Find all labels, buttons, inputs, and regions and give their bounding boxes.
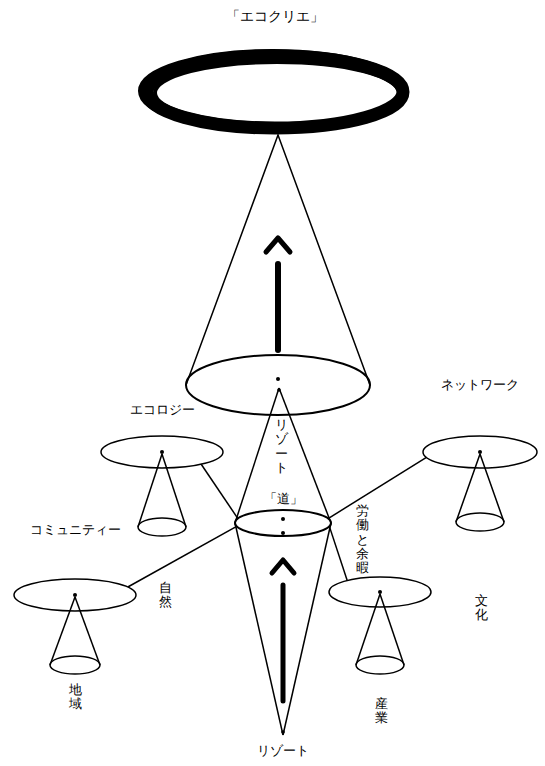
node-label: リゾート (275, 418, 288, 475)
dot (160, 450, 164, 454)
cone-base (138, 518, 186, 536)
cone-line (50, 597, 75, 665)
dot (277, 388, 281, 392)
ellipse-node: ネットワーク文化 (422, 435, 538, 469)
cone-line (235, 523, 283, 735)
ellipse-node: エコロジー (100, 435, 224, 469)
arrow-shaft (275, 264, 281, 350)
node-sublabel: 文化 (475, 594, 488, 623)
center-cone: リゾート「道」 (233, 388, 333, 538)
cone-line (162, 454, 186, 527)
dot (281, 730, 285, 734)
node-label: ネットワーク (441, 377, 519, 393)
node-outline (233, 523, 333, 738)
cone-line (186, 135, 278, 385)
edge-label: 労働と余暇 (356, 503, 369, 576)
diagram-title: 「エコクリエ」 (226, 8, 324, 25)
arrow-head (272, 560, 294, 573)
connector-line (329, 526, 347, 580)
halo-ring (147, 56, 403, 128)
cone-line (75, 597, 100, 665)
connector-line (128, 526, 237, 587)
dot (276, 377, 280, 381)
node-sublabel: 「道」 (264, 491, 303, 507)
cone-line (480, 454, 504, 522)
node-ellipse (329, 577, 431, 607)
node-label: 産業 (375, 697, 388, 726)
ellipse-node: コミュニティー地域 (13, 578, 137, 612)
cone-base (356, 656, 404, 674)
node-ellipse (423, 436, 537, 468)
edge-label: 自然 (159, 580, 172, 611)
cone-base (186, 355, 370, 415)
node-outline (422, 435, 538, 469)
cone-line (456, 454, 480, 522)
node-outline (328, 576, 432, 608)
dot (378, 590, 382, 594)
arrow-shaft (281, 585, 286, 701)
node-outline (100, 435, 224, 469)
node-sublabel: 地域 (69, 683, 82, 712)
connector-line (328, 457, 426, 518)
halo-ring-edge (140, 51, 406, 131)
node-outline (13, 578, 137, 612)
cone-line (283, 523, 331, 735)
node-ellipse (14, 579, 136, 611)
dot (478, 450, 482, 454)
dot (73, 593, 77, 597)
arrow-head (266, 238, 290, 252)
base-cone: リゾート (233, 523, 333, 738)
node-label: リゾート (257, 743, 309, 759)
ellipse-node: 産業 (328, 576, 432, 608)
dot (281, 517, 285, 521)
node-label: エコロジー (130, 402, 195, 418)
cone-base (235, 510, 331, 536)
cone-line (278, 135, 370, 385)
connector-line (201, 464, 238, 518)
dot (281, 531, 285, 535)
node-ellipse (101, 436, 223, 468)
cone-line (356, 594, 380, 665)
cone-base (456, 513, 504, 531)
cone-base (50, 656, 100, 674)
cone-line (380, 594, 404, 665)
halo-ring-edge (155, 62, 399, 124)
node-label: コミュニティー (30, 522, 121, 538)
cone-line (138, 454, 162, 527)
